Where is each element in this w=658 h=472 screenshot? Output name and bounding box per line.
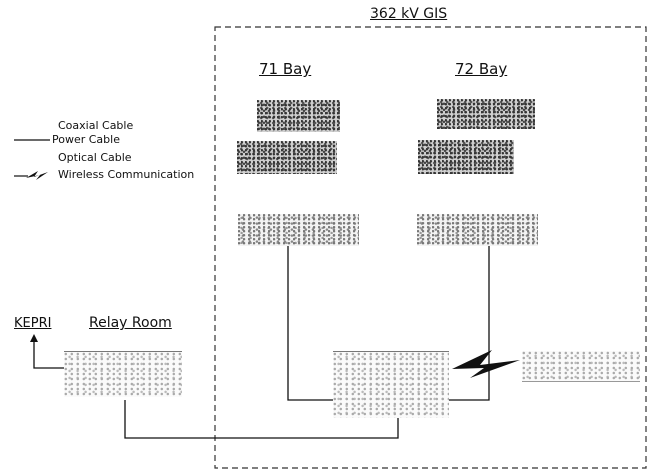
relay-room-label: Relay Room [89, 315, 172, 331]
bay72-equipment-top [437, 99, 535, 129]
relay-room-device [64, 351, 182, 397]
wireless-bolt-icon [452, 350, 520, 378]
bay72-cable [449, 246, 490, 401]
kepri-arrow-icon [30, 334, 38, 342]
kepri-label: KEPRI [14, 316, 52, 331]
legend-power-cable: Power Cable [52, 133, 120, 146]
bay71-equipment-top [257, 100, 340, 132]
legend-coaxial-cable: Coaxial Cable [58, 119, 134, 132]
legend-wireless-communication: Wireless Communication [58, 168, 195, 181]
bay72-equipment-bottom [417, 214, 538, 246]
bay71-cable [287, 246, 333, 401]
bay-72-label: 72 Bay [455, 60, 508, 78]
gis-enclosure [214, 26, 647, 469]
legend-wireless-icon [26, 171, 48, 180]
bay72-equipment-middle [418, 140, 514, 174]
legend-optical-cable: Optical Cable [58, 151, 132, 164]
gis-title: 362 kV GIS [370, 6, 448, 22]
relay-to-gis-cable [124, 400, 399, 439]
gis-control-unit [333, 351, 449, 418]
bay-71-label: 71 Bay [259, 60, 312, 78]
bay71-equipment-middle [237, 141, 337, 174]
bay71-equipment-bottom [238, 214, 359, 246]
kepri-link [33, 340, 64, 369]
wireless-remote-device [522, 351, 640, 382]
